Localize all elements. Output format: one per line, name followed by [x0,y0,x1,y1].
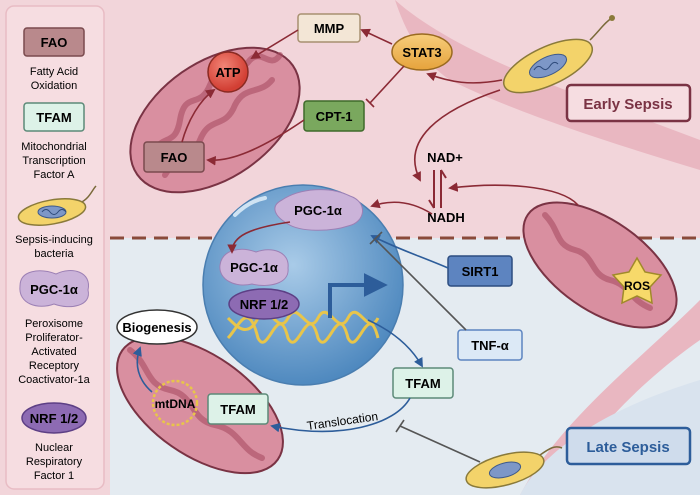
legend-nrf-badge [21,402,87,434]
pgc1a-nucleus-label: PGC-1α [230,260,278,275]
legend-bacteria-icon [17,185,97,226]
atp-circle [207,51,249,93]
sirt1-box [447,255,513,287]
transcription-arrow [328,273,388,318]
nucleus-highlight [233,196,267,217]
legend-tfam-desc-2: Transcription [22,155,85,167]
early-sepsis-box [565,83,692,123]
nad-plus-label: NAD+ [427,150,463,165]
legend-tfam-badge [23,102,85,132]
early-sepsis-label: Early Sepsis [583,96,672,113]
legend-pgc-desc-2: Proliferator- [25,332,83,344]
legend-pgc-desc-3: Activated [31,346,76,358]
nad-equilibrium-arrows [428,169,447,209]
legend-fao-label: FAO [41,35,68,50]
legend-pgc-label: PGC-1α [30,282,78,297]
cpt1-label: CPT-1 [316,109,353,124]
tnf-label: TNF-α [471,338,509,353]
nrf12-oval [228,288,300,320]
biogenesis-label: Biogenesis [122,320,191,335]
legend-nrf-label: NRF 1/2 [30,411,78,426]
fao-label: FAO [161,150,188,165]
stat3-label: STAT3 [402,45,441,60]
nrf12-label: NRF 1/2 [240,297,288,312]
biogenesis-oval [116,309,198,345]
late-sepsis-label: Late Sepsis [586,439,669,456]
mmp-box [297,13,361,43]
legend-pgc-desc-5: Coactivator-1a [18,374,90,386]
fao-box [143,141,205,173]
pathway-arrows-late [132,231,481,463]
legend-pgc-badge [19,270,89,308]
legend-fao-badge [23,27,85,57]
legend-tfam-label: TFAM [36,110,71,125]
tfam-mito-box [207,393,269,425]
legend-bacteria-desc-2: bacteria [34,248,74,260]
legend-pgc-desc-4: Receptory [29,360,80,372]
bacteria-late-icon [465,446,563,489]
nucleus [202,184,404,386]
tnf-box [457,329,523,361]
sirt1-label: SIRT1 [462,264,499,279]
legend-tfam-desc-1: Mitochondrial [21,141,86,153]
legend-pgc-desc-1: Peroxisome [25,318,83,330]
tfam-right-label: TFAM [405,376,440,391]
ros-star [611,256,663,305]
stat3-oval [391,33,453,71]
pathway-arrows-early [181,28,579,254]
nadh-label: NADH [427,210,465,225]
legend-tfam-desc-3: Factor A [34,169,76,181]
pgc1a-top-blob [274,189,363,231]
cpt1-box [303,100,365,132]
mmp-label: MMP [314,21,345,36]
legend-nrf-desc-3: Factor 1 [34,470,74,482]
mtdna-ring [151,379,199,427]
ros-label: ROS [624,279,650,293]
bacteria-early-icon [503,15,615,94]
tfam-mito-label: TFAM [220,402,255,417]
atp-label: ATP [215,65,240,80]
mtdna-label: mtDNA [155,397,196,411]
legend-nrf-desc-2: Respiratory [26,456,83,468]
pgc1a-nucleus-blob [219,248,289,286]
mitochondrion-bottom-left [116,335,284,475]
legend-fao-desc-1: Fatty Acid [30,66,78,78]
pgc1a-top-label: PGC-1α [294,203,342,218]
legend-nrf-desc-1: Nuclear [35,442,73,454]
legend-fao-desc-2: Oxidation [31,80,77,92]
late-sepsis-box [565,426,692,466]
tfam-right-box [392,367,454,399]
legend-bacteria-desc-1: Sepsis-inducing [15,234,93,246]
